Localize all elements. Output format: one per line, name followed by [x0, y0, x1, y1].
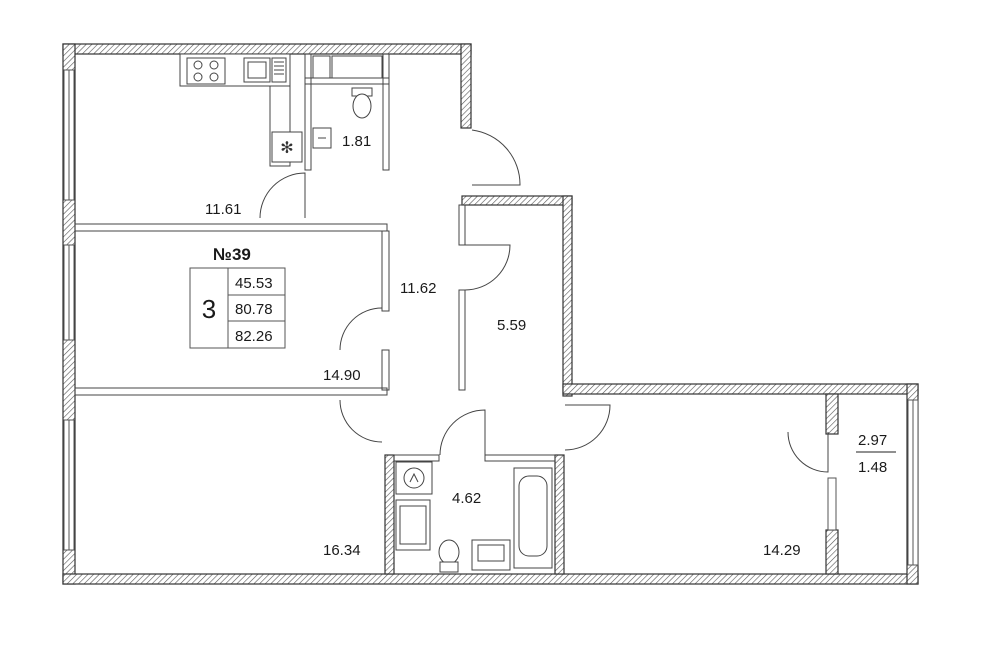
boiler-icon [395, 461, 433, 495]
wall-top-left [62, 43, 472, 55]
washbasin-wc-icon [312, 127, 332, 149]
area-total-with-balcony: 82.26 [235, 328, 273, 345]
wall-wc-left [304, 53, 312, 171]
wall-bath-right [554, 454, 565, 575]
washing-machine-icon [395, 499, 431, 551]
svg-text:✻: ✻ [280, 138, 293, 157]
area-wc: 1.81 [342, 133, 371, 150]
wall-room-hall-lower [381, 349, 390, 391]
area-room-right: 14.29 [763, 542, 801, 559]
apartment-info: №39 3 45.53 80.78 82.26 [189, 245, 286, 349]
doors [259, 84, 829, 473]
wall-room-room [74, 387, 388, 396]
wall-wc-top [304, 77, 390, 85]
area-storage: 5.59 [497, 317, 526, 334]
bathtub-icon [513, 467, 553, 569]
wall-balcony-lower [825, 529, 839, 575]
wall-right-top [562, 383, 919, 395]
wall-balcony-upper [825, 393, 839, 435]
area-total: 80.78 [235, 301, 273, 318]
area-kitchen: 11.61 [205, 201, 241, 218]
wall-room-hall-upper [381, 230, 390, 312]
door-kitchen [259, 172, 306, 219]
toilet-icon [351, 87, 373, 119]
wall-bath-left [384, 454, 395, 575]
area-room-middle: 14.90 [323, 367, 361, 384]
area-bathroom: 4.62 [452, 490, 481, 507]
wall-bath-top-left [393, 454, 440, 462]
washbasin-icon [471, 539, 511, 571]
door-balcony [787, 431, 829, 473]
door-bathroom [439, 409, 486, 456]
wall-wc-right [382, 53, 390, 171]
wc-shelf [331, 55, 383, 79]
door-entrance [471, 129, 521, 186]
area-hall: 11.62 [400, 280, 436, 297]
balcony-window [827, 477, 837, 531]
stove-icon [186, 57, 226, 85]
wall-bath-top-right [484, 454, 556, 462]
wall-storage-top [461, 195, 573, 206]
wall-top-right-stub [460, 43, 472, 129]
door-storage [464, 244, 511, 291]
wc-cabinet [312, 55, 331, 79]
door-room-bottom [339, 399, 383, 443]
sink-icon [243, 57, 287, 83]
wc-fixtures [312, 55, 383, 79]
wall-storage-left-lower [458, 289, 466, 391]
area-living: 45.53 [235, 275, 273, 292]
door-room-right [564, 404, 611, 451]
balcony-area-bottom: 1.48 [858, 459, 887, 476]
door-room-middle [339, 307, 383, 351]
rooms-count: 3 [202, 294, 216, 324]
area-room-bottom-left: 16.34 [323, 542, 361, 559]
toilet-bath-icon [438, 539, 460, 573]
balcony-area-top: 2.97 [858, 432, 887, 449]
fridge-icon: ✻ [271, 131, 303, 163]
wall-kitchen-room [74, 223, 388, 232]
partitions [74, 53, 839, 575]
wall-bottom [62, 573, 919, 585]
wall-storage-right [562, 195, 573, 397]
apartment-number: №39 [213, 245, 251, 264]
wall-storage-left-upper [458, 204, 466, 246]
windows [63, 69, 919, 566]
